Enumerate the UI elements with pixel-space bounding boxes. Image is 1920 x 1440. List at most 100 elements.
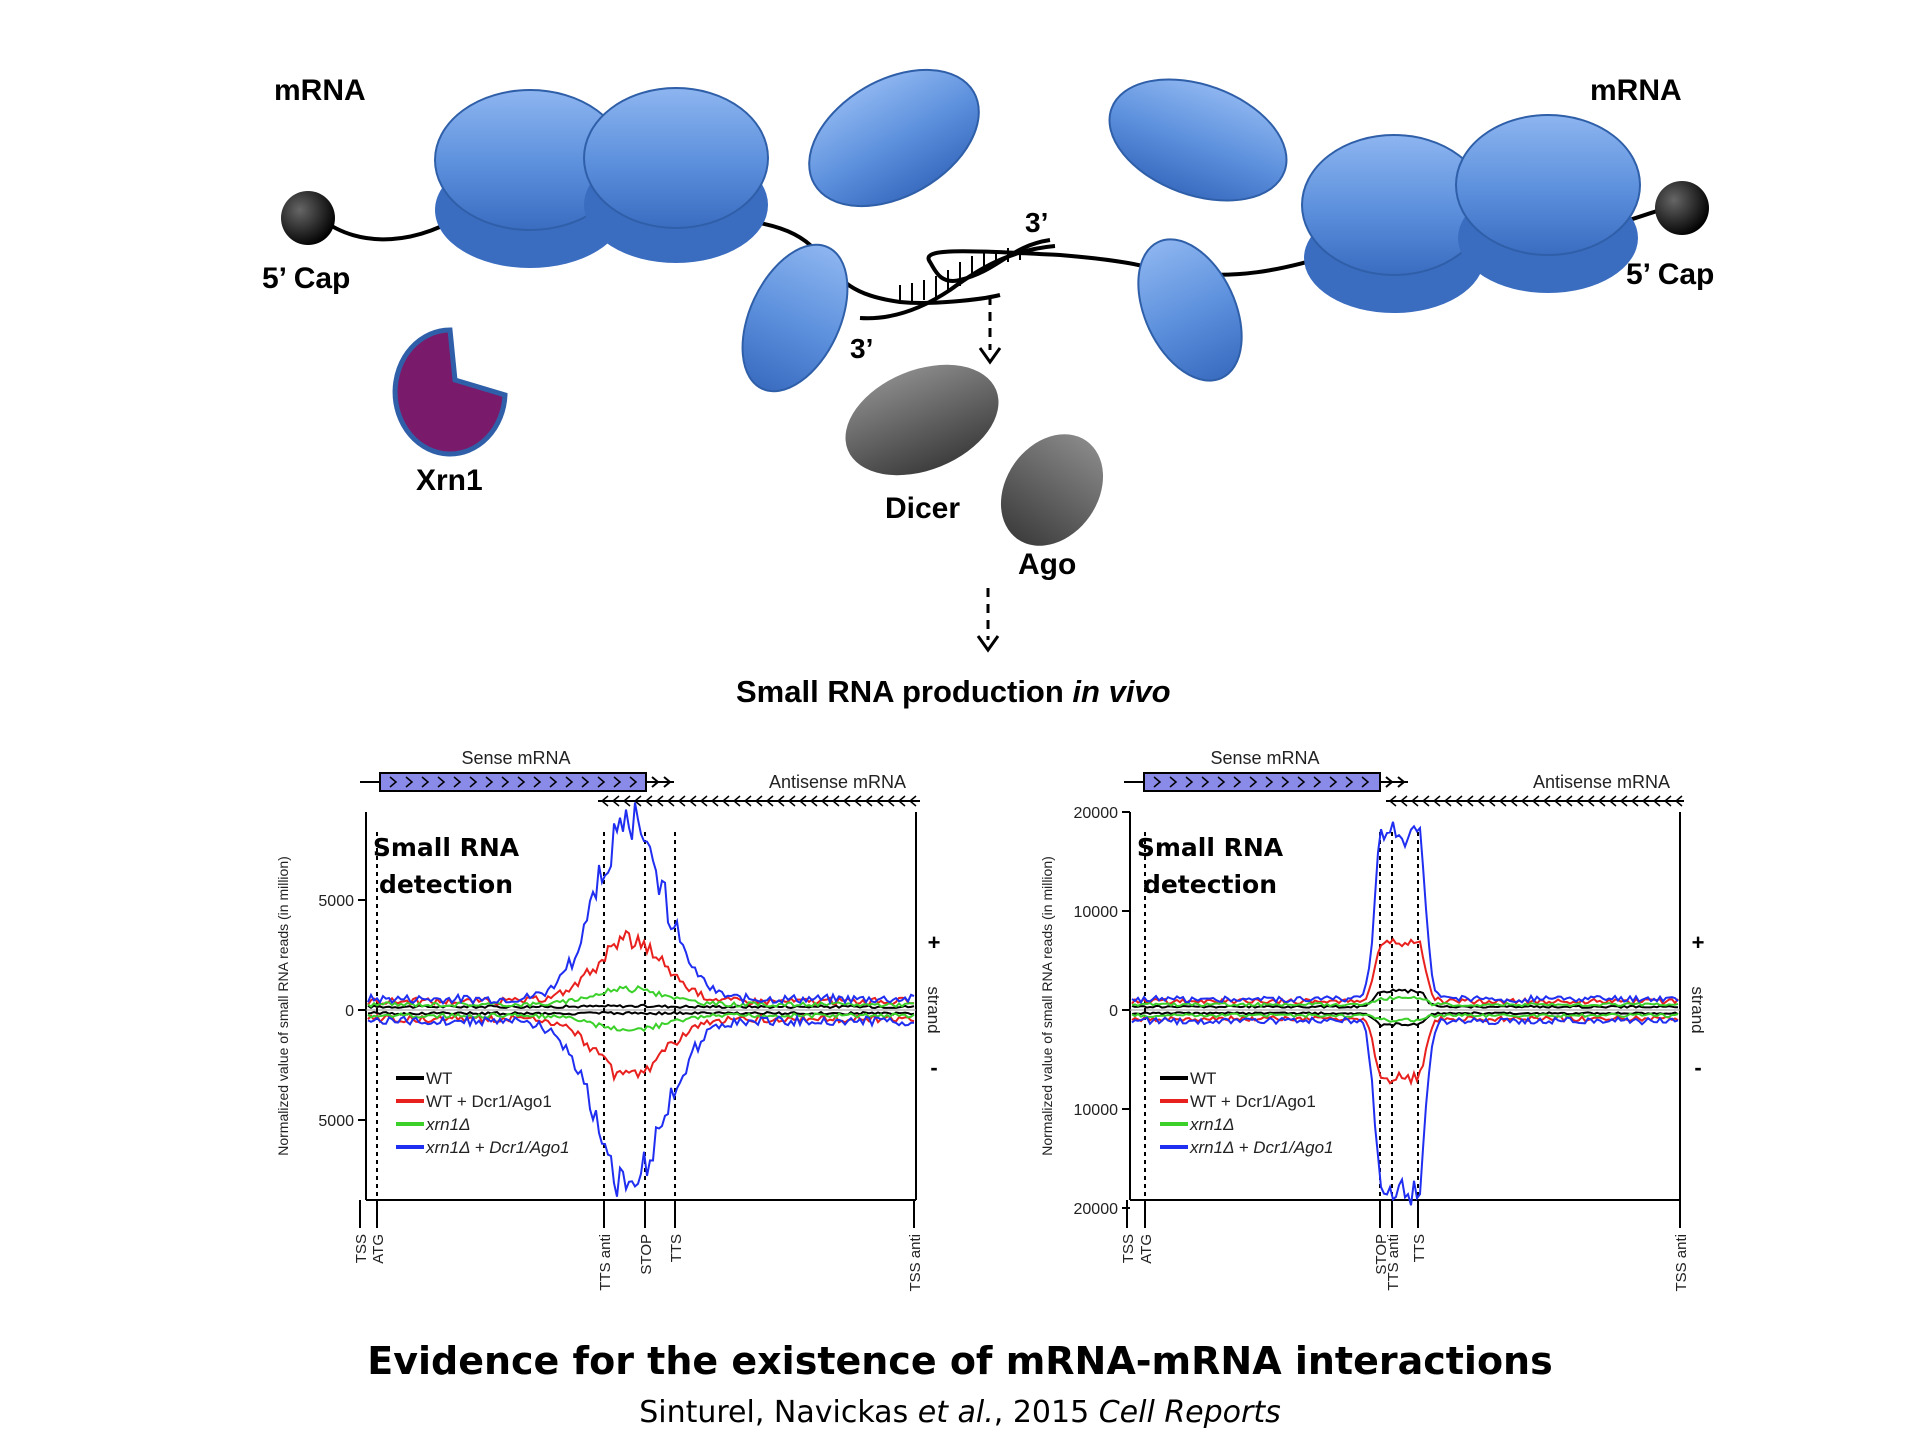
antisense-arrow-glyph bbox=[1564, 795, 1573, 807]
antisense-arrow-glyph bbox=[765, 795, 774, 807]
antisense-arrow-glyph bbox=[611, 795, 620, 807]
antisense-arrow-glyph bbox=[1586, 795, 1595, 807]
sense-arrow-glyph bbox=[533, 776, 542, 788]
dicer-label: Dicer bbox=[885, 492, 960, 525]
legend-label: WT + Dcr1/Ago1 bbox=[1190, 1092, 1316, 1111]
sense-arrow-glyph bbox=[581, 776, 590, 788]
ribosome-subunit-free-1 bbox=[808, 68, 980, 208]
strand-word-label: strand bbox=[924, 986, 943, 1033]
figure-title: Evidence for the existence of mRNA-mRNA … bbox=[367, 1339, 1552, 1383]
rna-duplex-hatching bbox=[899, 248, 1021, 302]
antisense-arrow-glyph bbox=[699, 795, 708, 807]
y-tick-label: 10000 bbox=[1074, 904, 1119, 921]
x-tick-label: TTS anti bbox=[1385, 1234, 1402, 1291]
antisense-arrow-glyph bbox=[1498, 795, 1507, 807]
sense-arrow-glyph bbox=[629, 776, 638, 788]
series-line-minus-2 bbox=[367, 1013, 915, 1083]
antisense-arrow-glyph bbox=[1553, 795, 1562, 807]
antisense-arrow-glyph bbox=[688, 795, 697, 807]
xrn1-icon bbox=[392, 327, 508, 457]
x-tick-label: TSS anti bbox=[1673, 1234, 1690, 1292]
sense-arrow-glyph bbox=[501, 776, 510, 788]
antisense-arrow-glyph bbox=[1454, 795, 1463, 807]
antisense-arrow-glyph bbox=[1520, 795, 1529, 807]
series-line-plus-4 bbox=[367, 802, 915, 1006]
y-tick-label: 5000 bbox=[318, 1113, 354, 1130]
citation-authors: Sinturel, Navickas bbox=[639, 1395, 918, 1430]
ribosome-subunit-tilted-left bbox=[741, 243, 849, 393]
antisense-arrow-glyph bbox=[1399, 795, 1408, 807]
cap-right-icon bbox=[1655, 181, 1709, 235]
x-tick-label: TTS bbox=[1411, 1234, 1428, 1262]
three-prime-bottom-label: 3’ bbox=[850, 333, 873, 364]
sense-arrow-glyph bbox=[405, 776, 414, 788]
legend-label: xrn1Δ + Dcr1/Ago1 bbox=[425, 1138, 570, 1157]
antisense-arrow-glyph bbox=[1663, 795, 1672, 807]
sense-arrow-glyph bbox=[565, 776, 574, 788]
sense-arrow-glyph bbox=[1153, 776, 1162, 788]
cap-left-icon bbox=[281, 191, 335, 245]
strand-plus-label: + bbox=[928, 930, 941, 955]
sense-arrow-glyph bbox=[421, 776, 430, 788]
citation-year: , 2015 bbox=[994, 1395, 1099, 1430]
sense-arrow-glyph bbox=[1169, 776, 1178, 788]
y-axis-label: Normalized value of small RNA reads (in … bbox=[275, 856, 291, 1156]
sense-arrow-glyph bbox=[437, 776, 446, 788]
sense-arrow-glyph bbox=[1385, 776, 1394, 788]
antisense-arrow-glyph bbox=[1531, 795, 1540, 807]
antisense-arrow-glyph bbox=[1509, 795, 1518, 807]
small-rna-detection-label-1: Small RNA bbox=[1137, 833, 1284, 862]
antisense-arrow-glyph bbox=[1542, 795, 1551, 807]
x-tick-label: TSS bbox=[353, 1234, 370, 1263]
y-tick-label: 20000 bbox=[1074, 805, 1119, 822]
small-rna-detection-label-1: Small RNA bbox=[373, 833, 520, 862]
legend-label: xrn1Δ bbox=[425, 1115, 470, 1134]
sense-arrow-glyph bbox=[1249, 776, 1258, 788]
antisense-arrow-glyph bbox=[732, 795, 741, 807]
antisense-arrow-glyph bbox=[1597, 795, 1606, 807]
antisense-arrow-glyph bbox=[633, 795, 642, 807]
antisense-arrow-glyph bbox=[622, 795, 631, 807]
y-tick-label: 10000 bbox=[1074, 1102, 1119, 1119]
antisense-arrow-glyph bbox=[655, 795, 664, 807]
sense-mrna-box bbox=[1143, 772, 1381, 792]
strand-word-label: strand bbox=[1688, 986, 1707, 1033]
ribosome-subunit-free-2 bbox=[1108, 78, 1288, 202]
y-tick-label: 5000 bbox=[318, 893, 354, 910]
ribosome-left-1 bbox=[434, 89, 626, 268]
x-tick-label: STOP bbox=[638, 1234, 655, 1275]
y-tick-label: 20000 bbox=[1074, 1201, 1119, 1218]
antisense-arrow-glyph bbox=[1674, 795, 1683, 807]
sense-arrow-glyph bbox=[389, 776, 398, 788]
sense-arrow-glyph bbox=[1329, 776, 1338, 788]
sense-arrow-glyph bbox=[469, 776, 478, 788]
series-line-plus-1 bbox=[367, 1003, 915, 1010]
citation: Sinturel, Navickas et al., 2015 Cell Rep… bbox=[639, 1395, 1281, 1430]
sense-arrow-glyph bbox=[485, 776, 494, 788]
antisense-arrow-glyph bbox=[776, 795, 785, 807]
x-tick-label: STOP bbox=[1373, 1234, 1390, 1275]
antisense-arrow-glyph bbox=[842, 795, 851, 807]
sense-arrow-glyph bbox=[597, 776, 606, 788]
sense-mrna-label: Sense mRNA bbox=[461, 748, 570, 768]
xrn1-label: Xrn1 bbox=[416, 464, 483, 497]
antisense-arrow-glyph bbox=[710, 795, 719, 807]
antisense-arrow-glyph bbox=[1476, 795, 1485, 807]
series-line-plus-4 bbox=[1131, 821, 1679, 1005]
antisense-arrow-glyph bbox=[831, 795, 840, 807]
antisense-arrow-glyph bbox=[1410, 795, 1419, 807]
sense-arrow-glyph bbox=[1313, 776, 1322, 788]
ribosome-right-2 bbox=[1455, 114, 1641, 293]
mrna-right-label: mRNA bbox=[1590, 74, 1682, 107]
x-tick-label: ATG bbox=[1138, 1234, 1155, 1264]
antisense-arrow-glyph bbox=[886, 795, 895, 807]
strand-plus-label: + bbox=[1692, 930, 1705, 955]
mrna-left-label: mRNA bbox=[274, 74, 366, 107]
small-rna-production-label: Small RNA production in vivo bbox=[736, 674, 1171, 709]
dicer-icon bbox=[845, 364, 999, 476]
sense-arrow-glyph bbox=[1201, 776, 1210, 788]
x-tick-label: TSS anti bbox=[907, 1234, 924, 1292]
x-tick-label: TTS bbox=[668, 1234, 685, 1262]
